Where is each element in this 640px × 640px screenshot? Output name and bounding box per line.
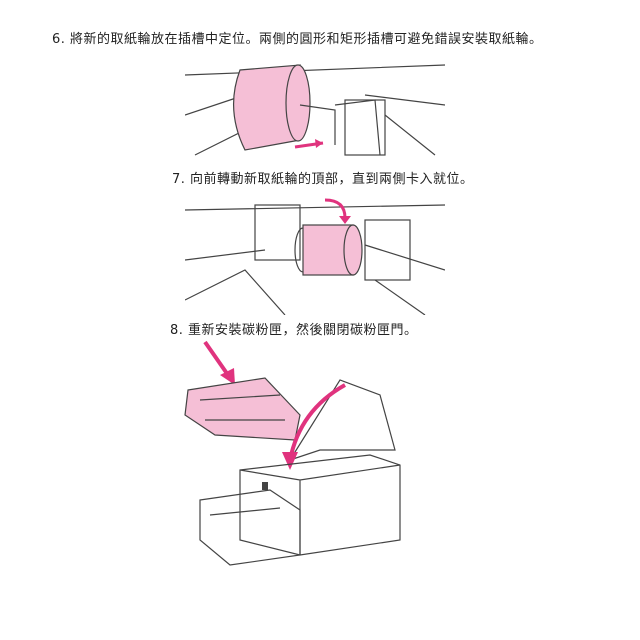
- reinstall-toner-illustration: [184, 340, 401, 566]
- step-6-text: 6. 將新的取紙輪放在插槽中定位。兩側的圓形和矩形插槽可避免錯誤安裝取紙輪。: [52, 32, 543, 47]
- pickup-roller-placement-illustration: [185, 64, 445, 156]
- rotate-roller-illustration: [185, 198, 445, 315]
- step-8-text: 8. 重新安裝碳粉匣，然後關閉碳粉匣門。: [170, 323, 418, 338]
- step-7-text: 7. 向前轉動新取紙輪的頂部，直到兩側卡入就位。: [172, 172, 474, 187]
